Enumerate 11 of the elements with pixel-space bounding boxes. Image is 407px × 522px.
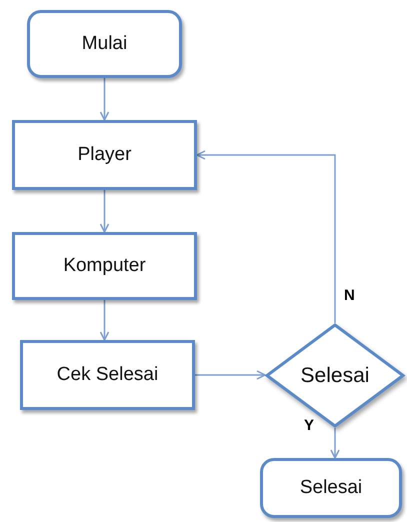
arrow <box>100 300 110 341</box>
arrow <box>100 190 110 233</box>
process-box: Player <box>12 120 197 190</box>
arrow <box>195 370 266 380</box>
arrow <box>330 428 340 459</box>
end-box: Selesai <box>260 458 402 518</box>
process-box: Komputer <box>12 232 197 300</box>
arrow <box>196 150 336 323</box>
arrow <box>100 78 110 121</box>
process-box: Cek Selesai <box>20 340 195 410</box>
start-box: Mulai <box>27 10 182 78</box>
